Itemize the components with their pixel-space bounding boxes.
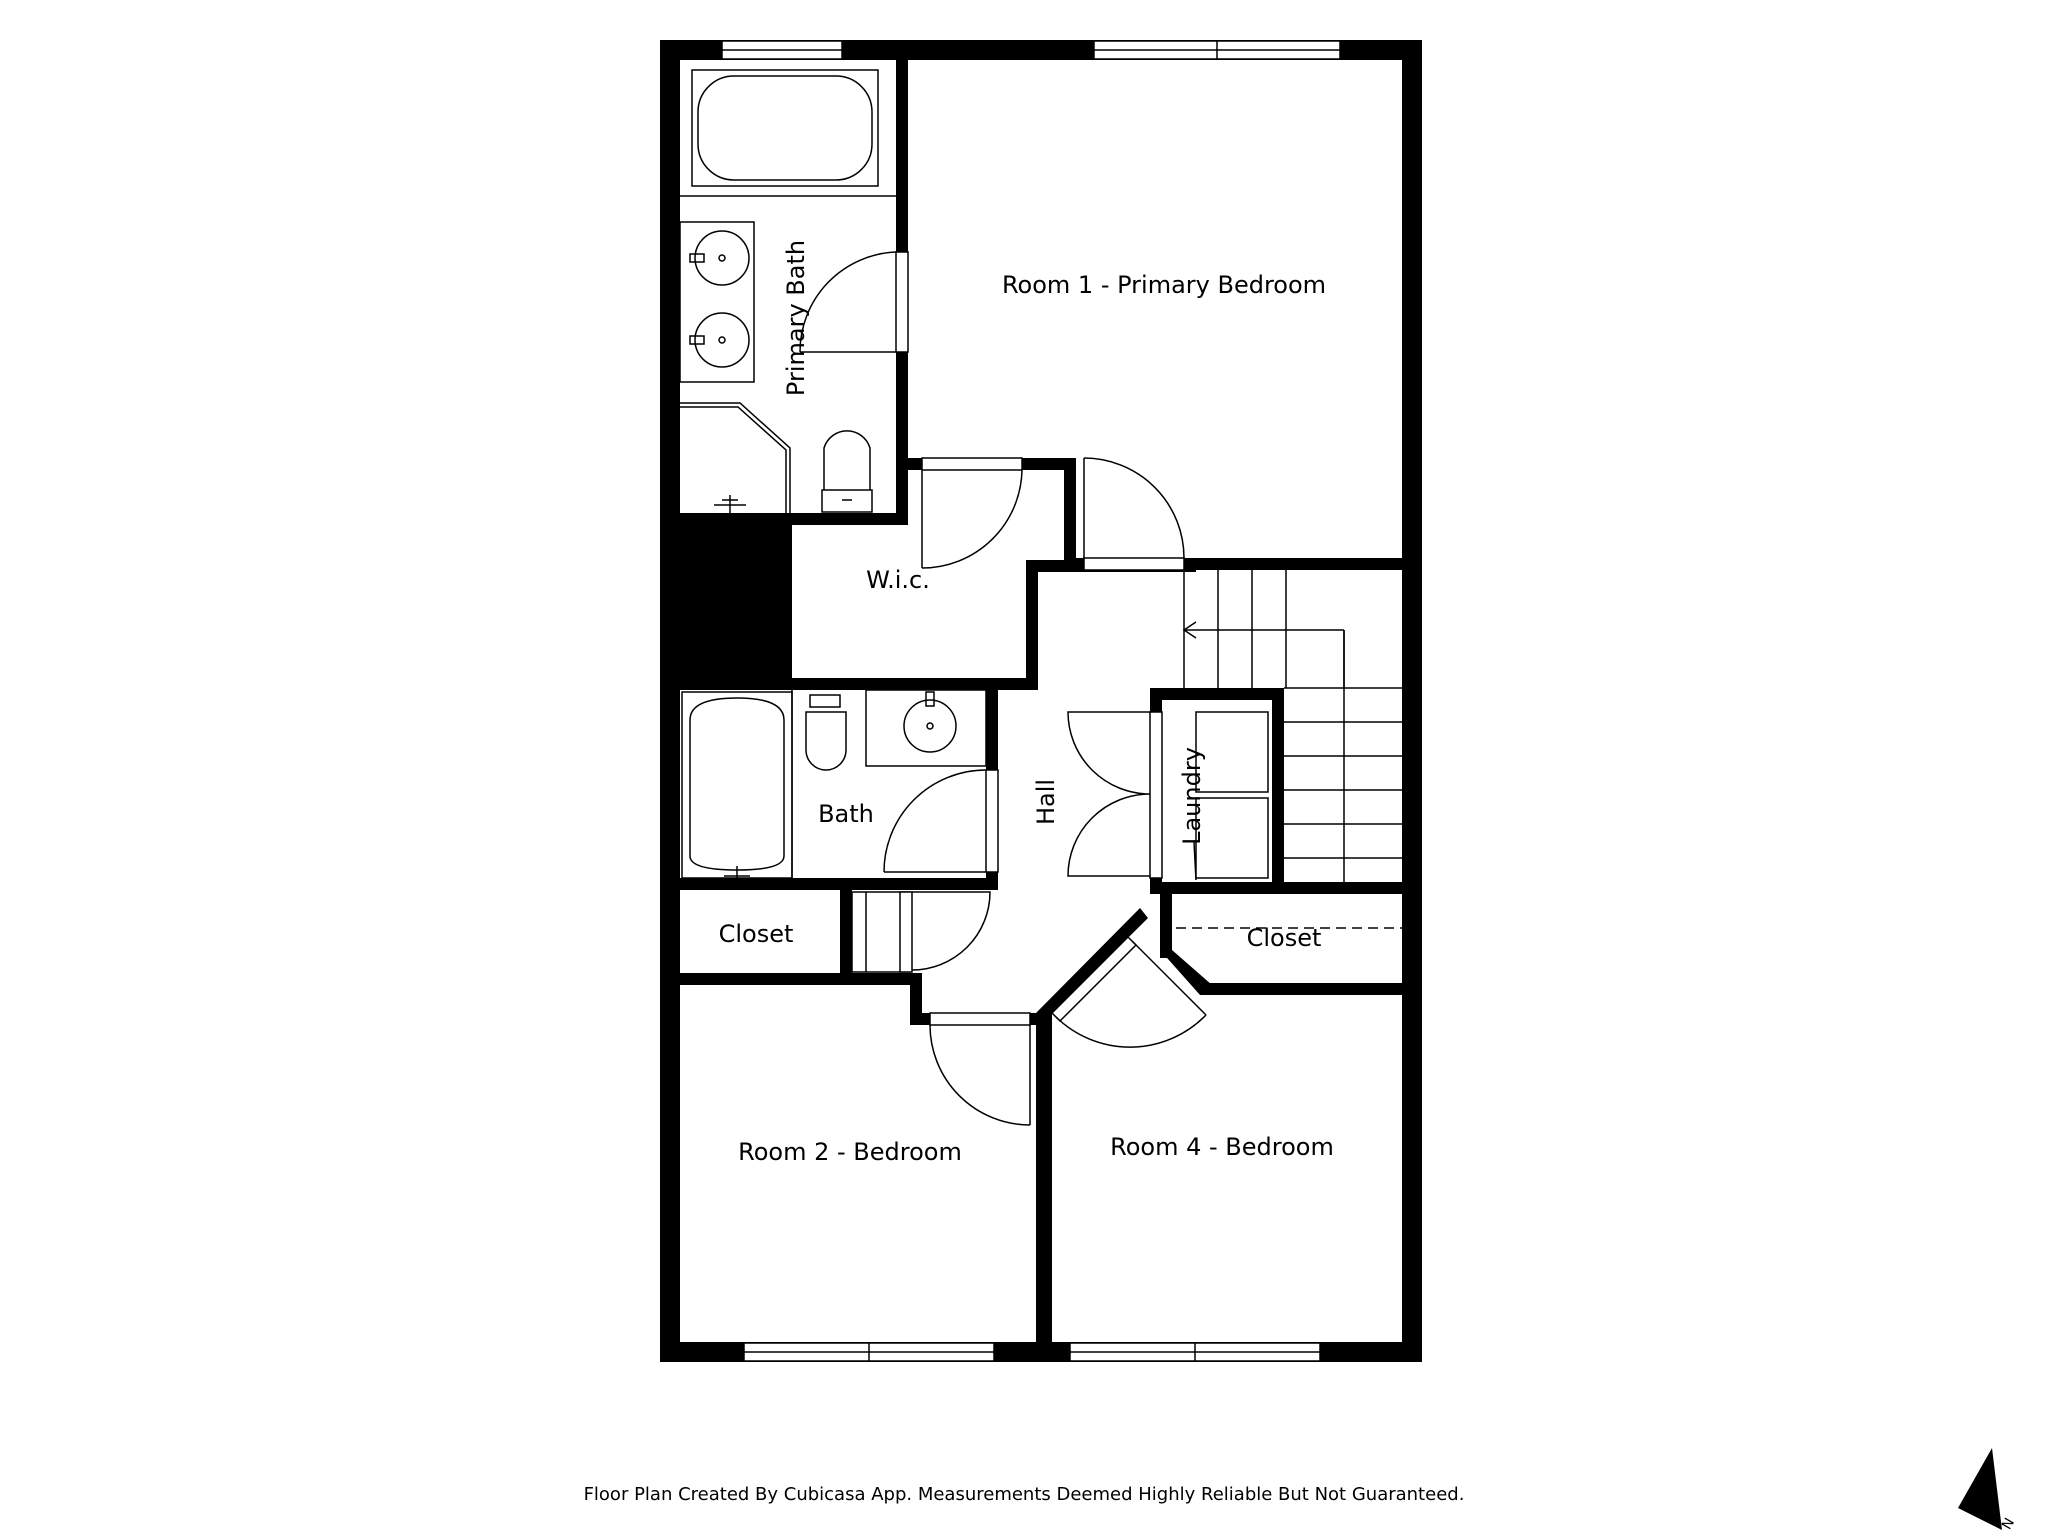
wall-bedroom-divider [1036, 1013, 1052, 1362]
stair-arrow-icon [1182, 621, 1344, 639]
label-closet-right: Closet [1247, 924, 1322, 952]
label-primary-bedroom: Room 1 - Primary Bedroom [1002, 271, 1326, 299]
stairs [1182, 570, 1402, 882]
room-labels: Room 1 - Primary Bedroom Primary Bath W.… [719, 240, 1334, 1166]
faucet-icon [724, 866, 750, 878]
wall-hall-door-jamb [1064, 558, 1084, 570]
wall-laundry-right [1272, 688, 1284, 894]
toilet-bath [809, 694, 841, 708]
label-wic: W.i.c. [866, 566, 930, 594]
wall-closet-right-bottom [1200, 983, 1402, 995]
wall-primary-bedroom-bottom [1184, 558, 1402, 570]
door-laundry-swing [1067, 711, 1151, 877]
label-bedroom-2: Room 2 - Bedroom [738, 1138, 962, 1166]
wall-wic-left [780, 525, 792, 690]
wall-closet-left-bottom [680, 973, 912, 985]
sink-icon [903, 699, 957, 753]
vanity-double [679, 221, 755, 383]
dryer [1195, 797, 1269, 879]
toilet-primary-bath [821, 489, 873, 513]
door-linen-frame [899, 891, 913, 973]
vanity-bath [865, 689, 987, 767]
door-bedroom-4-frame [1050, 935, 1138, 1023]
windows [721, 40, 1341, 1362]
wall-primary-bath-bottom [680, 513, 908, 525]
label-primary-bath: Primary Bath [782, 240, 810, 396]
label-laundry: Laundry [1178, 747, 1206, 845]
door-primary-bath-frame [895, 251, 909, 353]
wall-wic-step [1026, 560, 1038, 690]
wall-wic-bottom [680, 678, 1038, 690]
label-closet-left: Closet [719, 920, 794, 948]
wall-laundry-bottom [1150, 882, 1402, 894]
wall-closet-right-left [1160, 894, 1172, 958]
door-primary-bath-swing [799, 251, 897, 353]
door-laundry-frame [1149, 711, 1163, 879]
tub-primary-bath [691, 69, 879, 187]
wall-closet-left-right [840, 890, 852, 985]
label-bedroom-4: Room 4 - Bedroom [1110, 1133, 1334, 1161]
door-wic-swing [921, 469, 1023, 569]
footer-disclaimer: Floor Plan Created By Cubicasa App. Meas… [583, 1484, 1465, 1505]
label-hall: Hall [1032, 779, 1060, 825]
sink-icon [694, 312, 750, 368]
wall-bath-bottom [680, 878, 998, 890]
door-wic-frame [921, 457, 1023, 471]
door-bedroom-2-swing [929, 1024, 1031, 1126]
wall-shaft-block [680, 525, 790, 690]
shower-primary-bath [680, 402, 791, 513]
wall-exterior-left [660, 40, 680, 1362]
door-bedroom-2-frame [929, 1012, 1031, 1026]
wall-laundry-top [1150, 688, 1284, 700]
door-bath-frame [985, 769, 999, 873]
wall-exterior-right [1402, 40, 1422, 1362]
door-primary-bedroom-frame [1083, 557, 1185, 571]
compass-label: N [1999, 1515, 2018, 1532]
wall-wic-right [1064, 458, 1076, 560]
fixtures [679, 69, 1402, 992]
tub-bath [681, 691, 793, 879]
closet-left-sliding-door [689, 974, 839, 982]
doors [799, 251, 1207, 1126]
door-linen-swing [911, 891, 991, 971]
wall-bedroom4-diagonal [1036, 908, 1148, 1013]
wall-closet-right-diagonal [1160, 950, 1212, 995]
door-bath-swing [883, 769, 987, 873]
door-bedroom-4-swing [1055, 1014, 1207, 1048]
washer [1195, 711, 1269, 793]
door-primary-bedroom-swing [1083, 457, 1185, 559]
label-bath: Bath [818, 800, 874, 828]
sink-icon [694, 230, 750, 286]
wall-hall-nook [910, 973, 922, 1025]
shower-head-icon [714, 495, 746, 513]
closet-right-sliding-door [1221, 984, 1393, 992]
